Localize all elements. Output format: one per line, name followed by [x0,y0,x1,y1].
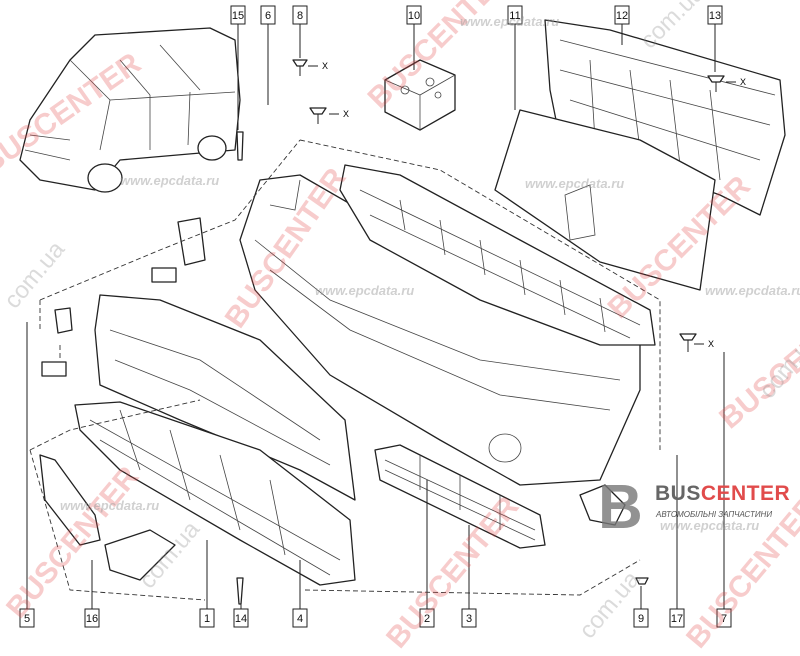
label-box [84,608,100,628]
label-box [716,608,732,628]
label-box [230,5,246,25]
part-number: 13 [709,10,721,22]
label-box [614,5,630,25]
label-box [292,608,308,628]
part-number: 7 [721,613,727,625]
label-box [260,5,276,25]
buscenter-logo: B BUSCENTER АВТОМОБІЛЬНІ ЗАПЧАСТИНИ [598,473,798,542]
axis-mark: X [708,339,714,349]
part-number: 9 [638,613,644,625]
label-box [233,608,249,628]
part-number: 2 [424,613,430,625]
label-box [199,608,215,628]
part-label-13[interactable]: 13 [707,5,723,72]
watermark-site: www.epcdata.ru [525,176,624,191]
part-labels: 15 6 8 10 11 12 13 5 16 1 14 4 2 3 9 17 7 [19,5,732,628]
axis-marks: X X X X [308,61,746,349]
label-box [419,608,435,628]
label-box [406,5,422,25]
part-label-6[interactable]: 6 [260,5,276,105]
logo-tagline: АВТОМОБІЛЬНІ ЗАПЧАСТИНИ [656,510,773,519]
part-label-15[interactable]: 15 [230,5,246,130]
part-16-bracket [39,454,176,581]
part-label-16[interactable]: 16 [84,560,100,628]
part-number: 17 [671,613,683,625]
part-number: 8 [297,10,303,22]
part-number: 12 [616,10,628,22]
logo-name-bus: BUS [655,482,701,505]
part-label-9[interactable]: 9 [633,586,649,628]
part-number: 14 [235,613,247,625]
part-label-10[interactable]: 10 [406,5,422,70]
part-label-12[interactable]: 12 [614,5,630,45]
part-label-7[interactable]: 7 [716,352,732,628]
label-box [19,608,35,628]
logo-name-center: CENTER [700,482,791,505]
logo-name: BUSCENTER [655,482,790,506]
part-number: 1 [204,613,210,625]
part-5-clip [41,217,206,377]
fasteners [236,59,725,605]
assembly-outlines [29,139,661,601]
watermark-domain: com.ua [635,0,710,54]
watermark-site: www.epcdata.ru [460,14,559,29]
part-label-1[interactable]: 1 [199,540,215,628]
part-label-14[interactable]: 14 [233,604,249,628]
part-number: 3 [466,613,472,625]
part-label-17[interactable]: 17 [669,455,685,628]
part-number: 16 [86,613,98,625]
part-energy-absorber [339,164,656,346]
label-box [669,608,685,628]
van-illustration [19,27,241,193]
watermark-site: www.epcdata.ru [660,518,759,533]
part-number: 15 [232,10,244,22]
part-number: 11 [509,10,520,22]
part-3-grille-insert [374,444,546,549]
part-label-11[interactable]: 11 [507,5,523,110]
part-number: 6 [265,10,271,22]
label-box [633,608,649,628]
label-box [707,5,723,25]
part-number: 5 [24,613,30,625]
part-1-lower-bumper [94,294,356,501]
part-label-5[interactable]: 5 [19,322,35,628]
part-4-lower-grille [74,401,356,586]
part-10-fastener-kit [384,59,456,131]
watermark-site: www.epcdata.ru [705,283,800,298]
part-12-upper-crossmember [544,19,786,216]
part-label-4[interactable]: 4 [292,560,308,628]
watermark-domain: com.ua [754,326,800,404]
axis-mark: X [740,77,746,87]
label-box [507,5,523,25]
part-label-2[interactable]: 2 [419,480,435,628]
watermark-site: www.epcdata.ru [315,283,414,298]
part-number: 10 [408,10,420,22]
watermark-domain: com.ua [0,236,71,314]
label-box [461,608,477,628]
part-label-8[interactable]: 8 [292,5,308,58]
label-box [292,5,308,25]
axis-mark: X [322,61,328,71]
logo-letter: B [598,473,643,542]
part-number: 4 [297,613,303,625]
part-label-3[interactable]: 3 [461,525,477,628]
watermark-site: www.epcdata.ru [120,173,219,188]
watermark-domain: com.ua [574,566,646,644]
axis-mark: X [343,109,349,119]
watermark-site: www.epcdata.ru [60,498,159,513]
part-17-bracket [579,484,626,526]
part-11-grille-panel [494,109,716,291]
